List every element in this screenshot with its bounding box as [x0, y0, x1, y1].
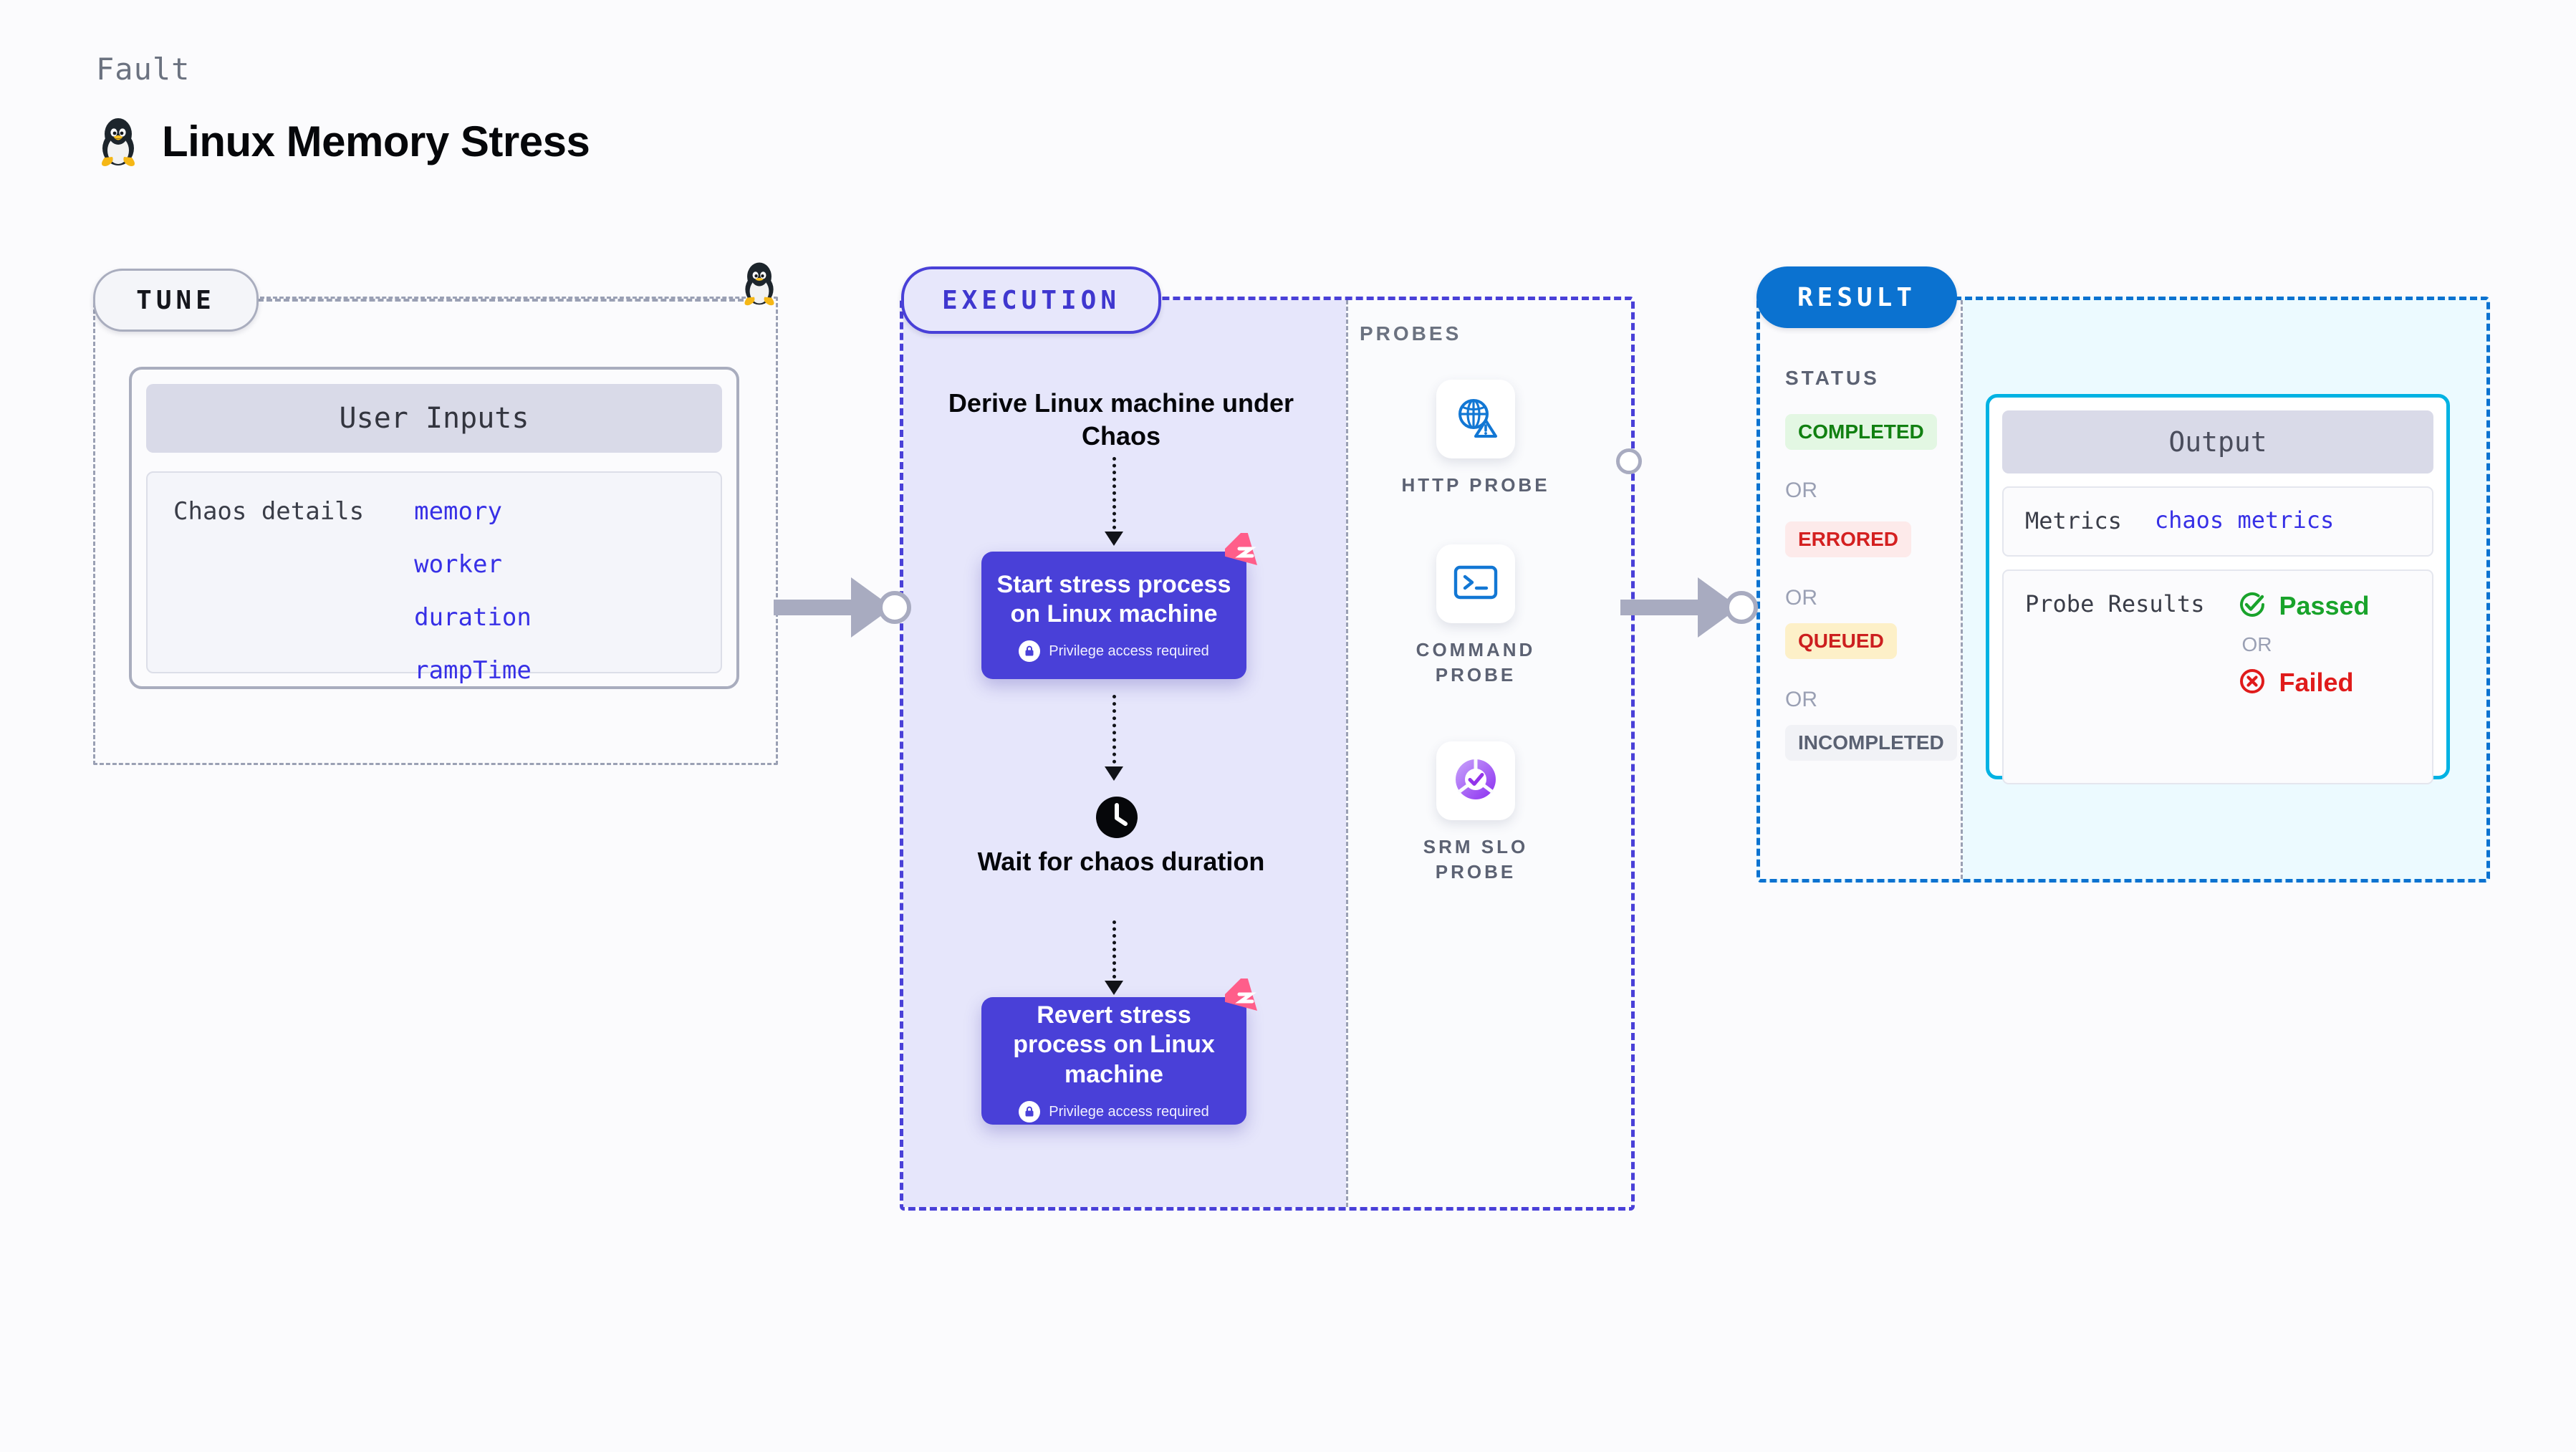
harness-logo-icon	[1221, 529, 1265, 577]
param-duration[interactable]: duration	[414, 603, 532, 632]
fault-kicker-label: Fault	[96, 52, 191, 87]
passed-label: Passed	[2279, 591, 2370, 621]
failed-label: Failed	[2279, 668, 2354, 698]
tune-stage-box	[93, 297, 778, 765]
arrow-execution-to-result	[1620, 577, 1758, 638]
arrow-tune-to-execution	[774, 577, 911, 638]
arrow-node	[1725, 591, 1758, 624]
probe-item-http[interactable]: HTTP PROBE	[1386, 380, 1565, 498]
execution-card-revert-stress[interactable]: Revert stress process on Linux machine P…	[981, 975, 1257, 1125]
flow-line	[1112, 920, 1116, 992]
lock-icon	[1019, 1101, 1041, 1123]
output-header: Output	[2002, 410, 2433, 473]
probe-label: HTTP PROBE	[1401, 474, 1550, 496]
status-or-3: OR	[1785, 688, 1817, 711]
clock-icon	[1095, 795, 1139, 843]
status-badge-errored: ERRORED	[1785, 521, 1912, 557]
chaos-params-list: memory worker duration rampTime	[414, 497, 532, 685]
chaos-details-label: Chaos details	[173, 497, 365, 526]
globe-warning-icon	[1453, 395, 1499, 444]
probe-item-command[interactable]: COMMAND PROBE	[1386, 544, 1565, 688]
user-inputs-card: User Inputs Chaos details memory worker …	[129, 367, 739, 689]
status-column	[1760, 300, 1963, 879]
harness-logo-icon	[1221, 975, 1265, 1022]
flow-arrowhead	[1105, 766, 1123, 781]
page-title: Linux Memory Stress	[162, 117, 590, 165]
privilege-note-text: Privilege access required	[1049, 1103, 1209, 1120]
privilege-note: Privilege access required	[1019, 1101, 1209, 1123]
output-probe-results-key: Probe Results	[2025, 590, 2205, 617]
status-or-2: OR	[1785, 586, 1817, 610]
flow-line	[1112, 695, 1116, 778]
fault-title-row: Linux Memory Stress	[96, 115, 590, 168]
probe-card[interactable]	[1436, 380, 1515, 458]
probe-item-srm-slo[interactable]: SRM SLO PROBE	[1386, 741, 1565, 885]
status-badge-incompleted: INCOMPLETED	[1785, 725, 1957, 761]
status-or-1: OR	[1785, 479, 1817, 502]
probe-label: SRM SLO PROBE	[1423, 836, 1529, 883]
flow-arrow-2	[1105, 695, 1123, 781]
output-metrics-value[interactable]: chaos metrics	[2154, 506, 2335, 534]
output-probe-results-row: Probe Results Passed OR	[2002, 569, 2433, 784]
status-badge-completed: COMPLETED	[1785, 414, 1937, 450]
lock-icon	[1019, 640, 1041, 663]
execution-card-title: Revert stress process on Linux machine	[1013, 1001, 1215, 1088]
tux-penguin-icon	[739, 259, 779, 310]
flow-arrow-1	[1105, 457, 1123, 546]
privilege-note: Privilege access required	[1019, 640, 1209, 663]
tux-penguin-icon	[96, 115, 140, 168]
probes-connector-node	[1616, 448, 1642, 474]
param-worker[interactable]: worker	[414, 550, 502, 579]
slo-donut-check-icon	[1453, 756, 1499, 806]
output-metrics-row: Metrics chaos metrics	[2002, 486, 2433, 557]
stage-badge-tune[interactable]: TUNE	[93, 269, 259, 332]
execution-step-derive: Derive Linux machine under Chaos	[948, 388, 1294, 451]
flow-line	[1112, 457, 1116, 543]
output-metrics-key: Metrics	[2025, 507, 2122, 534]
param-memory[interactable]: memory	[414, 497, 502, 526]
probe-result-failed: Failed	[2237, 666, 2369, 700]
x-circle-icon	[2237, 666, 2267, 700]
arrow-shaft	[774, 600, 851, 615]
probe-results-values: Passed OR Failed	[2237, 590, 2370, 700]
check-circle-icon	[2237, 590, 2267, 623]
terminal-icon	[1453, 562, 1499, 606]
arrow-node	[878, 591, 911, 624]
flow-arrowhead	[1105, 532, 1123, 546]
probes-label: PROBES	[1360, 322, 1462, 345]
stage-badge-execution[interactable]: EXECUTION	[901, 266, 1161, 334]
param-ramptime[interactable]: rampTime	[414, 656, 532, 685]
arrow-shaft	[1620, 600, 1698, 615]
probe-result-or: OR	[2241, 633, 2272, 655]
probe-label: COMMAND PROBE	[1416, 639, 1536, 686]
execution-card-start-stress[interactable]: Start stress process on Linux machine Pr…	[981, 529, 1257, 679]
probe-result-passed: Passed	[2237, 590, 2370, 623]
execution-step-wait: Wait for chaos duration	[977, 847, 1265, 876]
status-label: STATUS	[1785, 367, 1880, 389]
user-inputs-header: User Inputs	[146, 384, 722, 453]
flow-arrowhead	[1105, 981, 1123, 995]
tune-connector-line	[258, 299, 752, 302]
status-badge-queued: QUEUED	[1785, 623, 1897, 659]
execution-card-title: Start stress process on Linux machine	[996, 570, 1231, 628]
privilege-note-text: Privilege access required	[1049, 643, 1209, 659]
flow-arrow-3	[1105, 920, 1123, 995]
output-card: Output Metrics chaos metrics Probe Resul…	[1986, 394, 2450, 784]
user-inputs-body: Chaos details memory worker duration ram…	[146, 471, 722, 685]
probe-card[interactable]	[1436, 544, 1515, 623]
stage-badge-result[interactable]: RESULT	[1756, 266, 1957, 328]
probe-card[interactable]	[1436, 741, 1515, 820]
